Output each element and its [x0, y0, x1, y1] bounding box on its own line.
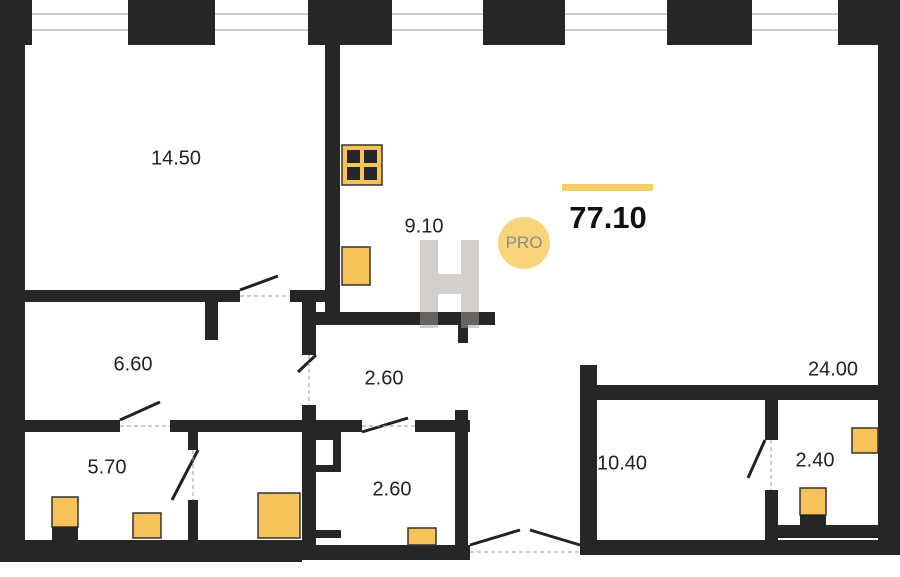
sink-icon	[132, 512, 162, 539]
room-area-bedroom: 14.50	[150, 147, 202, 170]
windows	[32, 13, 838, 31]
sink-icon	[407, 527, 437, 546]
doors	[119, 274, 767, 547]
room-area-kitchen: 9.10	[404, 215, 444, 238]
toilet-icon	[51, 496, 79, 528]
room-area-bathroom-small: 2.60	[372, 478, 412, 501]
logo-watermark	[420, 240, 479, 328]
room-area-bathroom-main: 5.70	[87, 456, 127, 479]
sink-icon	[851, 427, 879, 454]
pro-badge: PRO	[498, 217, 550, 269]
total-area: 77.10	[569, 200, 647, 235]
total-area-bar	[562, 184, 653, 191]
shower-icon	[257, 492, 301, 539]
toilet-icon	[799, 487, 827, 516]
kitchen-sink-icon	[341, 246, 371, 286]
room-area-hall-small: 2.60	[364, 367, 404, 390]
walls	[0, 0, 900, 562]
room-area-hallway: 10.40	[596, 452, 648, 475]
room-area-room-a: 6.60	[113, 353, 153, 376]
room-area-living: 24.00	[807, 358, 859, 381]
room-area-wc: 2.40	[795, 449, 835, 472]
